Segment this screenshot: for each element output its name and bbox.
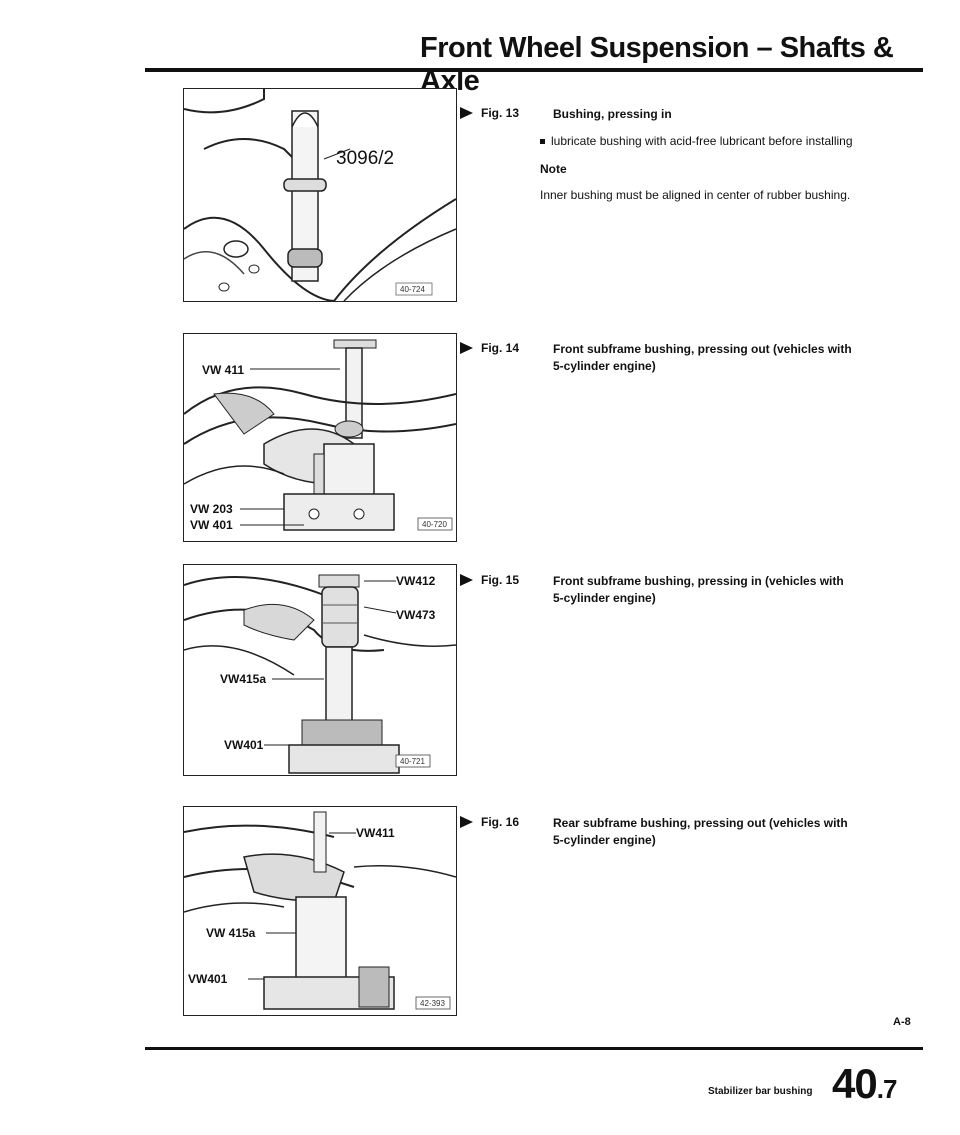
arrow-right-icon <box>460 816 473 828</box>
figure-13-number: Fig. 13 <box>481 106 520 120</box>
figure-16-illustration: VW411 VW 415a VW401 42-393 <box>183 806 457 1016</box>
page-title: Front Wheel Suspension – Shafts & Axle <box>420 32 894 97</box>
figure-16-label-vw411: VW411 <box>356 826 395 840</box>
bullet-icon <box>540 139 545 145</box>
page-number-main: 40 <box>832 1060 878 1107</box>
figure-16-number: Fig. 16 <box>481 815 520 829</box>
figure-15-caption: Fig. 15 Front subframe bushing, pressing… <box>460 573 880 607</box>
figure-15-code: 40-721 <box>400 757 425 766</box>
arrow-right-icon <box>460 107 473 119</box>
figure-13-code: 40-724 <box>400 285 425 294</box>
figure-13-title: Bushing, pressing in <box>553 107 672 121</box>
figure-13-note-heading: Note <box>540 162 567 176</box>
page-reference: A-8 <box>893 1016 911 1028</box>
figure-15-number: Fig. 15 <box>481 573 520 587</box>
figure-14-code: 40-720 <box>422 520 447 529</box>
figure-15-label-vw473: VW473 <box>396 608 436 622</box>
figure-13-illustration: 3096/2 40-724 <box>183 88 457 302</box>
figure-14-title: Front subframe bushing, pressing out (ve… <box>553 342 852 373</box>
figure-14-caption: Fig. 14 Front subframe bushing, pressing… <box>460 341 880 375</box>
figure-15-illustration: VW412 VW473 VW415a VW401 40-721 <box>183 564 457 776</box>
figure-14-illustration: VW 411 VW 203 VW 401 40-720 <box>183 333 457 542</box>
figure-14-label-vw401: VW 401 <box>190 518 233 532</box>
figure-14-label-vw203: VW 203 <box>190 502 233 516</box>
figure-13-label-3096-2: 3096/2 <box>336 148 394 169</box>
figure-14-label-vw411: VW 411 <box>202 363 244 377</box>
figure-16-label-vw415a: VW 415a <box>206 926 256 940</box>
page-number: 40.7 <box>832 1060 898 1108</box>
header-rule <box>145 68 923 72</box>
figure-15-label-vw401: VW401 <box>224 738 264 752</box>
arrow-right-icon <box>460 574 473 586</box>
figure-13-bullet-text: lubricate bushing with acid-free lubrica… <box>551 134 853 148</box>
arrow-right-icon <box>460 342 473 354</box>
figure-16-label-vw401: VW401 <box>188 972 228 986</box>
figure-14-number: Fig. 14 <box>481 341 520 355</box>
figure-13-caption: Fig. 13 Bushing, pressing in lubricate b… <box>460 106 880 204</box>
figure-15-title: Front subframe bushing, pressing in (veh… <box>553 574 844 605</box>
figure-15-label-vw412: VW412 <box>396 574 436 588</box>
figure-13-bullet: lubricate bushing with acid-free lubrica… <box>540 133 880 150</box>
figure-16-title: Rear subframe bushing, pressing out (veh… <box>553 816 848 847</box>
figure-13-note-text: Inner bushing must be aligned in center … <box>540 188 851 202</box>
figure-16-caption: Fig. 16 Rear subframe bushing, pressing … <box>460 815 880 849</box>
footer-section-title: Stabilizer bar bushing <box>708 1086 813 1097</box>
figure-16-code: 42-393 <box>420 999 445 1008</box>
figure-15-label-vw415a: VW415a <box>220 672 266 686</box>
footer-rule <box>145 1047 923 1050</box>
page-number-sub: .7 <box>876 1074 898 1104</box>
